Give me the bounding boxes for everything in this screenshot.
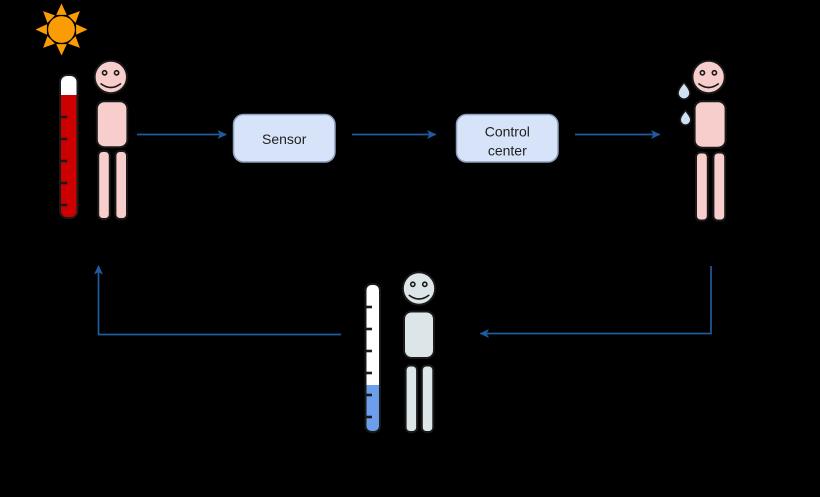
- feedback-arrow-response-to-stimulus: [94, 265, 341, 336]
- sensor-box: [232, 113, 336, 163]
- thermometer-outline: [364, 283, 381, 433]
- person-smile: [697, 82, 720, 89]
- sun-ray: [35, 24, 47, 35]
- person-leg: [695, 151, 709, 222]
- sensor-node: Sensor: [232, 113, 336, 163]
- person-torso: [95, 100, 129, 149]
- sun-ray: [76, 24, 88, 35]
- person-leg: [114, 150, 129, 220]
- sensor-label: Sensor: [262, 131, 307, 147]
- control-center-label-line1: Control: [485, 124, 530, 140]
- control-center-node: Control center: [455, 113, 559, 163]
- person-smile: [100, 82, 122, 89]
- person-eye: [409, 281, 416, 288]
- sun-icon: [35, 3, 88, 56]
- person-eye: [101, 69, 108, 76]
- control-center-label-line2: center: [488, 143, 527, 159]
- sun-ray: [43, 36, 55, 48]
- person-sweating-icon: [677, 59, 727, 222]
- person-eye: [113, 69, 120, 76]
- person-head: [691, 59, 726, 95]
- person-eye: [699, 69, 706, 76]
- thermometer-outline: [59, 74, 79, 219]
- thermometer-ticks: [60, 115, 68, 207]
- person-cooled-icon: [401, 271, 437, 433]
- sweat-drop-icon: [679, 109, 692, 126]
- sun-ray: [43, 11, 55, 23]
- sun-core: [48, 16, 75, 43]
- person-eye: [421, 281, 428, 288]
- thermometer-mercury-high: [60, 95, 78, 218]
- sweat-drop-icon: [677, 81, 691, 100]
- person-head: [401, 271, 437, 306]
- control-center-box: [455, 113, 559, 163]
- thermometer-cool-icon: [364, 283, 381, 433]
- flow-arrow-effector-to-response: [479, 266, 712, 338]
- sun-ray: [68, 11, 80, 23]
- person-hot-icon: [93, 59, 129, 220]
- thermometer-mercury-low: [365, 385, 380, 432]
- thermometer-hot-icon: [59, 74, 79, 219]
- sun-ray: [68, 36, 80, 48]
- person-leg: [97, 150, 111, 220]
- person-torso: [403, 310, 435, 359]
- thermometer-ticks: [366, 305, 372, 419]
- person-leg: [404, 364, 419, 433]
- person-smile: [408, 294, 430, 300]
- person-leg: [420, 364, 435, 433]
- person-eye: [711, 69, 718, 76]
- person-head: [93, 59, 129, 95]
- person-leg: [712, 151, 727, 222]
- sun-ray: [56, 3, 67, 15]
- sun-ray: [56, 44, 67, 56]
- person-torso: [693, 100, 727, 149]
